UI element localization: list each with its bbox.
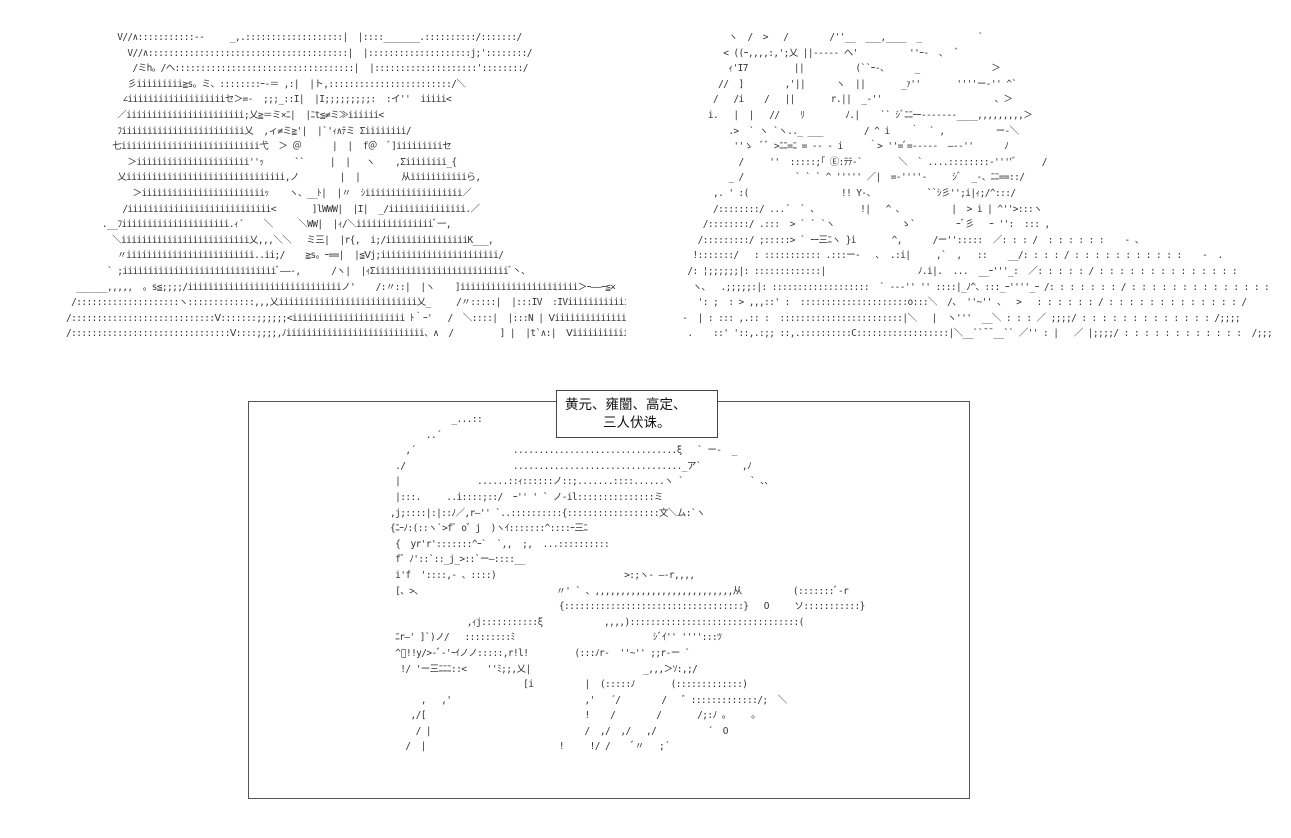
ascii-art-right-figure: ヽ / > / /''__ ___,____ _ ` < ((ｰ,,,,:,';… (682, 32, 1272, 340)
caption-line-2: 三人伏诛。 (603, 415, 671, 431)
caption-box: 黄元、雍闓、高定、 三人伏诛。 (556, 390, 718, 438)
ascii-art-battle-scene: _...:: ..´ ,´ ..........................… (389, 414, 865, 753)
ascii-art-left-figure: V//∧:::::::::::-- _,.:::::::::::::::::::… (66, 32, 626, 340)
caption-line-1: 黄元、雍闓、高定、 (565, 397, 687, 413)
